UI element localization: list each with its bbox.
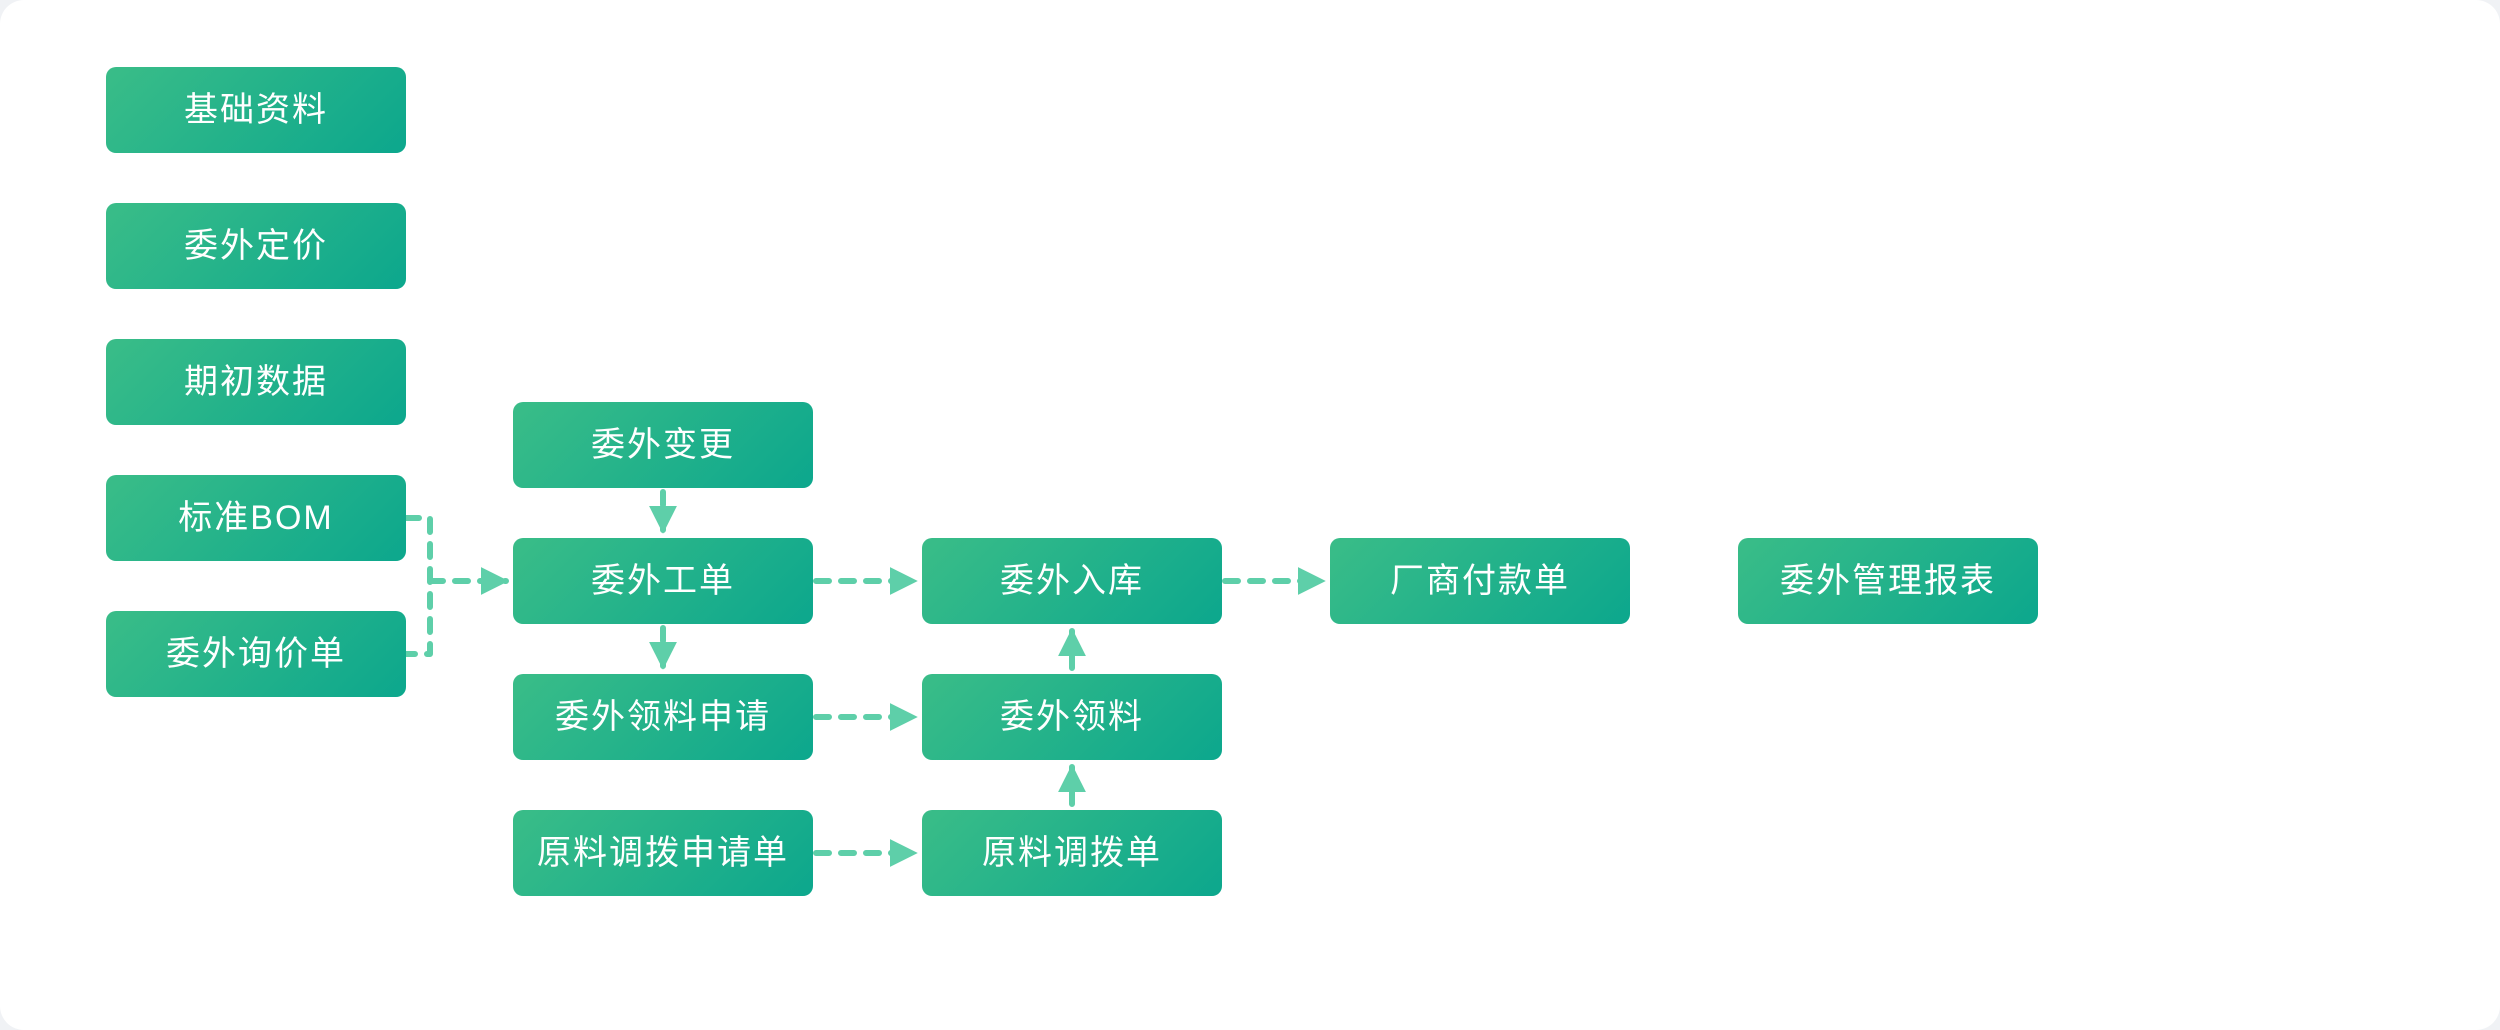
- node-weiwai-lingliao[interactable]: 委外领料: [922, 674, 1222, 760]
- node-weiwai-ruku[interactable]: 委外入库: [922, 538, 1222, 624]
- node-label: 原料调拨单: [982, 834, 1162, 872]
- node-label: 标准BOM: [178, 499, 334, 537]
- node-label: 期初数据: [184, 363, 328, 401]
- node-label: 委外管理报表: [1780, 562, 1996, 600]
- node-biaozhun-bom[interactable]: 标准BOM: [106, 475, 406, 561]
- node-weiwai-guanli-baobiao[interactable]: 委外管理报表: [1738, 538, 2038, 624]
- node-weiwai-xunjiadan[interactable]: 委外询价单: [106, 611, 406, 697]
- node-label: 委外入库: [1000, 562, 1144, 600]
- node-label: 基础资料: [184, 91, 328, 129]
- node-label: 厂商付款单: [1390, 562, 1570, 600]
- node-weiwai-gongdan[interactable]: 委外工单: [513, 538, 813, 624]
- node-qichu-shuju[interactable]: 期初数据: [106, 339, 406, 425]
- node-label: 原料调拨申请单: [537, 834, 789, 872]
- node-label: 委外询价单: [166, 635, 346, 673]
- node-jichu-ziliao[interactable]: 基础资料: [106, 67, 406, 153]
- node-weiwai-biangeng[interactable]: 委外变更: [513, 402, 813, 488]
- node-changshang-fukuandan[interactable]: 厂商付款单: [1330, 538, 1630, 624]
- node-weiwai-dingjia[interactable]: 委外定价: [106, 203, 406, 289]
- node-yuanliao-diaobo-shenqingdan[interactable]: 原料调拨申请单: [513, 810, 813, 896]
- node-label: 委外领料: [1000, 698, 1144, 736]
- node-label: 委外变更: [591, 426, 735, 464]
- node-label: 委外工单: [591, 562, 735, 600]
- node-label: 委外领料申请: [555, 698, 771, 736]
- node-weiwai-lingliao-shenqing[interactable]: 委外领料申请: [513, 674, 813, 760]
- node-label: 委外定价: [184, 227, 328, 265]
- node-yuanliao-diaobodan[interactable]: 原料调拨单: [922, 810, 1222, 896]
